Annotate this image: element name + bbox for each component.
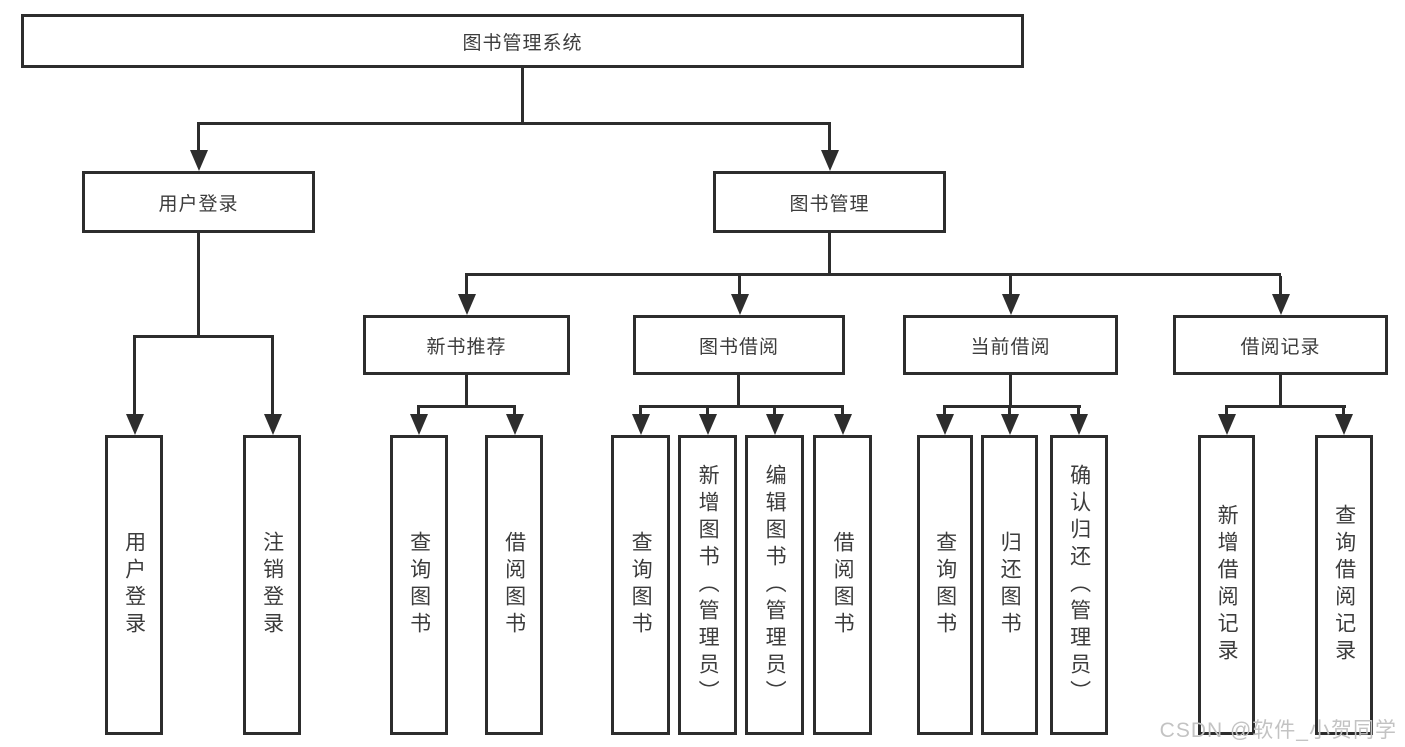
leaf-nb-query-books: 查询图书 bbox=[390, 435, 448, 735]
node-label: 查询图书 bbox=[407, 531, 431, 639]
leaf-bb-borrow-books: 借阅图书 bbox=[813, 435, 872, 735]
node-label: 当前借阅 bbox=[970, 336, 1051, 358]
connector-drop-nb-borrow-books bbox=[505, 408, 524, 435]
connector-nb-stem bbox=[465, 375, 468, 405]
node-label: 借阅图书 bbox=[831, 531, 855, 639]
connector-user-login-bar bbox=[133, 335, 274, 338]
node-label: 新增借阅记录 bbox=[1215, 504, 1239, 666]
connector-drop-borrowing-records bbox=[1271, 276, 1290, 315]
connector-drop-book-borrowing bbox=[730, 276, 749, 315]
connector-user-login-stem bbox=[197, 233, 200, 335]
connector-br-bar bbox=[1225, 405, 1346, 408]
node-label: 归还图书 bbox=[998, 531, 1022, 639]
connector-drop-br-add-record bbox=[1217, 408, 1236, 435]
leaf-bb-query-books: 查询图书 bbox=[611, 435, 670, 735]
connector-bb-stem bbox=[737, 375, 740, 405]
leaf-bb-edit-books-admin: 编辑图书（管理员） bbox=[745, 435, 804, 735]
node-library-management-system: 图书管理系统 bbox=[21, 14, 1024, 68]
connector-drop-bb-query-books bbox=[631, 408, 650, 435]
node-label: 图书借阅 bbox=[698, 336, 779, 358]
watermark-text: CSDN @软件_小贺同学 bbox=[1159, 719, 1397, 742]
node-label: 新书推荐 bbox=[426, 336, 507, 358]
node-label: 新增图书（管理员） bbox=[696, 463, 720, 707]
node-book-borrowing: 图书借阅 bbox=[633, 315, 845, 375]
connector-drop-bb-borrow-books bbox=[833, 408, 852, 435]
node-label: 查询图书 bbox=[629, 531, 653, 639]
node-user-login: 用户登录 bbox=[82, 171, 315, 233]
leaf-logout-login: 注销登录 bbox=[243, 435, 301, 735]
connector-drop-current-borrowing bbox=[1001, 276, 1020, 315]
connector-drop-cb-return-books bbox=[1000, 408, 1019, 435]
leaf-nb-borrow-books: 借阅图书 bbox=[485, 435, 543, 735]
node-label: 查询图书 bbox=[933, 531, 957, 639]
node-label: 查询借阅记录 bbox=[1332, 504, 1356, 666]
connector-drop-nb-query-books bbox=[409, 408, 428, 435]
leaf-cb-query-books: 查询图书 bbox=[917, 435, 973, 735]
connector-drop-new-book-recommendation bbox=[457, 276, 476, 315]
node-borrowing-records: 借阅记录 bbox=[1173, 315, 1388, 375]
node-label: 借阅记录 bbox=[1240, 336, 1321, 358]
connector-nb-bar bbox=[417, 405, 516, 408]
connector-cb-stem bbox=[1009, 375, 1012, 405]
node-label: 图书管理 bbox=[789, 193, 870, 215]
connector-drop-leaf-logout bbox=[263, 338, 282, 435]
node-label: 确认归还（管理员） bbox=[1067, 463, 1091, 707]
connector-book-management-bar bbox=[465, 273, 1281, 276]
node-label: 注销登录 bbox=[260, 531, 284, 639]
node-book-management: 图书管理 bbox=[713, 171, 946, 233]
leaf-br-query-borrow-record: 查询借阅记录 bbox=[1315, 435, 1373, 735]
connector-root-stem bbox=[521, 68, 524, 122]
node-label: 用户登录 bbox=[122, 531, 146, 639]
node-current-borrowing: 当前借阅 bbox=[903, 315, 1118, 375]
node-new-book-recommendation: 新书推荐 bbox=[363, 315, 570, 375]
connector-root-drop-user-login bbox=[189, 125, 208, 171]
node-label: 借阅图书 bbox=[502, 531, 526, 639]
node-label: 图书管理系统 bbox=[462, 32, 583, 54]
connector-root-drop-book-management bbox=[820, 125, 839, 171]
connector-cb-bar bbox=[943, 405, 1081, 408]
connector-drop-cb-query-books bbox=[935, 408, 954, 435]
node-label: 编辑图书（管理员） bbox=[763, 463, 787, 707]
leaf-cb-confirm-return-admin: 确认归还（管理员） bbox=[1050, 435, 1108, 735]
leaf-bb-add-books-admin: 新增图书（管理员） bbox=[678, 435, 737, 735]
connector-drop-bb-add-books bbox=[698, 408, 717, 435]
connector-drop-br-query-record bbox=[1334, 408, 1353, 435]
connector-drop-bb-edit-books bbox=[765, 408, 784, 435]
connector-drop-leaf-user-login bbox=[125, 338, 144, 435]
connector-bb-bar bbox=[639, 405, 844, 408]
node-label: 用户登录 bbox=[158, 193, 239, 215]
connector-root-bar bbox=[197, 122, 831, 125]
connector-br-stem bbox=[1279, 375, 1282, 405]
connector-drop-cb-confirm-return bbox=[1069, 408, 1088, 435]
leaf-br-add-borrow-record: 新增借阅记录 bbox=[1198, 435, 1255, 735]
leaf-user-login: 用户登录 bbox=[105, 435, 163, 735]
connector-book-management-stem bbox=[828, 233, 831, 273]
leaf-cb-return-books: 归还图书 bbox=[981, 435, 1038, 735]
